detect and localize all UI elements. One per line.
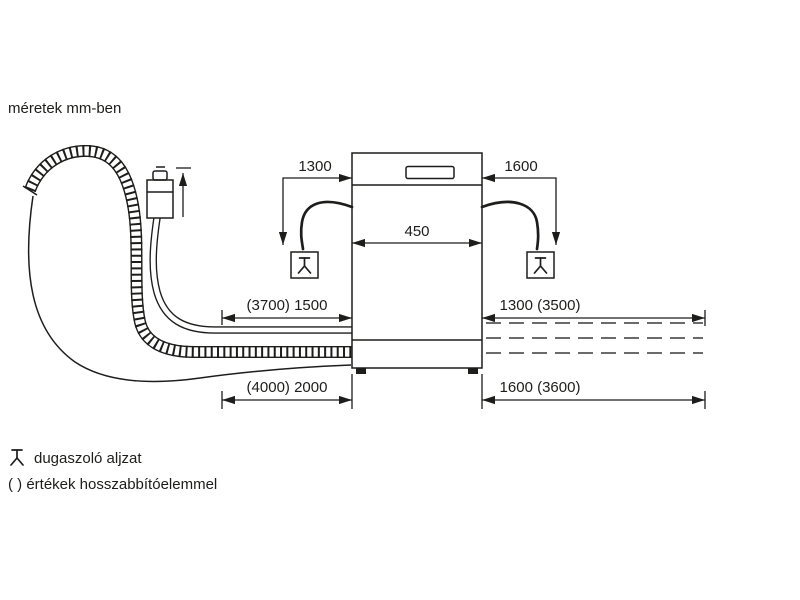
control-panel [405, 165, 455, 180]
hose-dimension-left-upper: (3700) 1500 [221, 297, 352, 325]
foot-right [468, 368, 478, 374]
drain-hose [22, 144, 352, 358]
plug-left-label: 1300 [298, 158, 331, 175]
socket-left [290, 251, 319, 279]
hose-dim-left-upper-label: (3700) 1500 [247, 297, 328, 314]
supply-hose [149, 217, 352, 334]
legend-socket-icon [10, 449, 24, 466]
hose-dimension-left-lower: (4000) 2000 [221, 374, 353, 409]
hose-dimension-right-upper: 1300 (3500) [482, 297, 706, 326]
dishwasher-outline [351, 152, 483, 369]
socket-left-icon [297, 257, 312, 274]
width-dimension: 450 [352, 223, 482, 248]
foot-left [356, 368, 366, 374]
tap-connector [146, 166, 191, 219]
page-title: méretek mm-ben [8, 100, 121, 117]
hose-dim-right-lower-label: 1600 (3600) [500, 379, 581, 396]
legend-socket-label: dugaszoló aljzat [34, 450, 142, 467]
hose-continuation-dashed [486, 322, 703, 354]
width-dimension-label: 450 [404, 223, 429, 240]
plug-distance-right: 1600 [480, 158, 561, 279]
plug-left-cord [299, 200, 354, 251]
legend-extension-label: ( ) értékek hosszabbítóelemmel [8, 476, 217, 493]
socket-right [526, 251, 555, 279]
tap-height-arrow [176, 167, 191, 217]
tap-valve [152, 170, 168, 181]
dishwasher [351, 152, 483, 374]
legend: dugaszoló aljzat ( ) értékek hosszabbító… [8, 449, 217, 493]
power-cable [27, 195, 352, 383]
plug-right-label: 1600 [504, 158, 537, 175]
plug-right-cord [480, 200, 540, 251]
drain-hose-end-cap [22, 185, 38, 196]
plug-distance-left: 1300 [278, 158, 354, 279]
socket-right-icon [533, 257, 548, 274]
hose-dim-left-lower-label: (4000) 2000 [247, 379, 328, 396]
hose-dim-right-upper-label: 1300 (3500) [500, 297, 581, 314]
hose-dimension-right-lower: 1600 (3600) [481, 374, 706, 409]
